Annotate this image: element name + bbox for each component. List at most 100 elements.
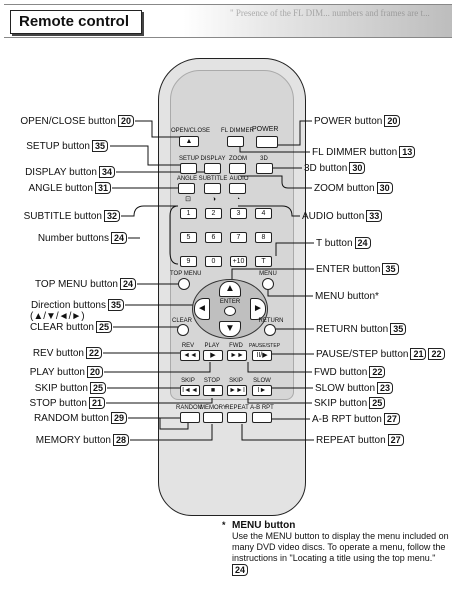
pause-step-label: PAUSE/STEP — [249, 343, 281, 349]
callout-direction-arrows: (▲/▼/◄/►) — [30, 311, 85, 322]
random-label: RANDOM — [176, 405, 203, 411]
rev-button[interactable]: ◄◄ — [180, 350, 200, 361]
stop-button[interactable]: ■ — [203, 385, 223, 396]
leader-skip-right — [247, 398, 312, 404]
number-7-button[interactable]: 7 — [230, 232, 247, 243]
left-arrow-button[interactable]: ◄ — [194, 298, 210, 320]
menu-label: MENU — [259, 271, 277, 277]
leader-zoom — [240, 175, 312, 189]
3d-label: 3D — [260, 156, 268, 162]
clear-button[interactable] — [177, 324, 189, 336]
plus-10-button[interactable]: +10 — [230, 256, 247, 267]
number-5-button[interactable]: 5 — [180, 232, 197, 243]
skip-back-button[interactable]: I◄◄ — [180, 385, 200, 396]
footnote-body: Use the MENU button to display the menu … — [232, 531, 449, 563]
slow-button[interactable]: I► — [252, 385, 272, 396]
pause-step-button[interactable]: II/▶ — [252, 350, 272, 361]
display-button[interactable] — [204, 163, 221, 174]
number-4-button[interactable]: 4 — [255, 208, 272, 219]
audio-button[interactable] — [229, 183, 246, 194]
angle-button[interactable] — [178, 183, 195, 194]
power-label: POWER — [252, 126, 279, 133]
leader-memory — [130, 424, 213, 441]
play-button[interactable]: ▶ — [203, 350, 223, 361]
fl-dimmer-button[interactable] — [227, 136, 244, 147]
top-menu-label: TOP MENU — [170, 271, 202, 277]
footnote-page-ref: 24 — [232, 564, 249, 576]
callout-menu: MENU button* — [315, 291, 379, 302]
3d-button[interactable] — [256, 163, 273, 174]
header-bleed-through-text: " Presence of the FL DIM... numbers and … — [230, 8, 430, 18]
number-6-button[interactable]: 6 — [205, 232, 222, 243]
number-2-button[interactable]: 2 — [205, 208, 222, 219]
rev-label: REV — [181, 343, 195, 349]
menu-button[interactable] — [262, 278, 274, 290]
setup-label: SETUP — [178, 156, 199, 162]
ab-rpt-label: A-B RPT — [250, 405, 274, 411]
enter-button[interactable] — [224, 306, 236, 316]
leader-random-a — [128, 417, 189, 424]
leader-play — [104, 362, 211, 373]
zoom-button[interactable] — [229, 163, 246, 174]
open-close-label: OPEN/CLOSE — [171, 128, 211, 134]
open-close-button[interactable]: ▲ — [179, 136, 199, 147]
leader-fwd — [247, 362, 312, 373]
number-3-button[interactable]: 3 — [230, 208, 247, 219]
leader-menu — [267, 286, 313, 297]
repeat-label: REPEAT — [225, 405, 249, 411]
ab-rpt-button[interactable] — [252, 412, 272, 423]
subtitle-button[interactable] — [204, 183, 221, 194]
random-button[interactable] — [180, 412, 200, 423]
top-menu-button[interactable] — [178, 278, 190, 290]
up-arrow-button[interactable]: ▲ — [219, 281, 241, 297]
footnote-star: * — [222, 520, 226, 530]
number-0-button[interactable]: 0 — [205, 256, 222, 267]
t-button[interactable]: T — [255, 256, 272, 267]
return-label: RETURN — [258, 318, 284, 324]
zoom-label: ZOOM — [229, 156, 247, 162]
menu-footnote: * MENU button Use the MENU button to dis… — [222, 520, 454, 576]
skip-forward-button[interactable]: ►►I — [227, 385, 247, 396]
return-button[interactable] — [264, 324, 276, 336]
play-label: PLAY — [204, 343, 220, 349]
down-arrow-button[interactable]: ▼ — [219, 321, 241, 337]
repeat-button[interactable] — [227, 412, 247, 423]
number-1-button[interactable]: 1 — [180, 208, 197, 219]
fwd-label: FWD — [229, 343, 243, 349]
leader-audio — [238, 205, 300, 217]
page-title: Remote control — [10, 10, 142, 34]
memory-button[interactable] — [203, 412, 223, 423]
number-8-button[interactable]: 8 — [255, 232, 272, 243]
skip-right-label: SKIP — [229, 378, 243, 384]
leader-setup — [110, 145, 186, 166]
footnote-title: MENU button — [232, 520, 296, 531]
stop-label: STOP — [203, 378, 221, 384]
number-9-button[interactable]: 9 — [180, 256, 197, 267]
setup-button[interactable] — [180, 163, 197, 174]
leader-random-b — [159, 418, 189, 430]
fwd-button[interactable]: ►► — [227, 350, 247, 361]
power-button[interactable] — [256, 136, 278, 148]
leader-number-bracket — [169, 205, 179, 265]
right-arrow-button[interactable]: ► — [250, 298, 266, 320]
